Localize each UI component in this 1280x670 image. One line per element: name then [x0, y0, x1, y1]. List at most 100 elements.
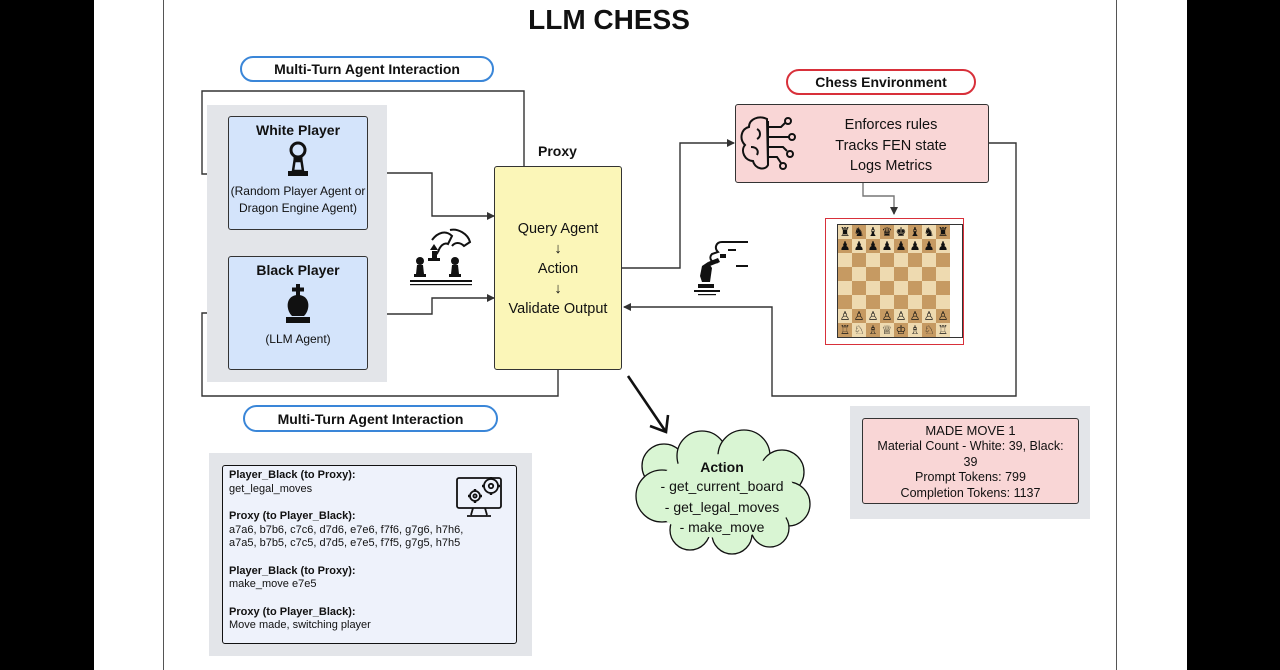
board-square: ♕ — [880, 323, 894, 337]
board-square: ♜ — [838, 225, 852, 239]
board-square — [880, 295, 894, 309]
proxy-step-validate: Validate Output — [508, 301, 608, 317]
board-square — [852, 253, 866, 267]
action-item-current-board: - get_current_board — [660, 478, 784, 494]
brain-circuit-icon — [740, 116, 796, 170]
board-square: ♟ — [894, 239, 908, 253]
proxy-arrow-1: ↓ — [554, 241, 562, 257]
hand-capturing-piece-icon — [694, 241, 748, 296]
board-square: ♖ — [936, 323, 950, 337]
board-square — [894, 253, 908, 267]
log-message-4-text: Move made, switching player — [229, 619, 371, 631]
board-square: ♞ — [922, 225, 936, 239]
board-square — [866, 281, 880, 295]
board-square: ♙ — [922, 309, 936, 323]
stats-prompt-tokens: Prompt Tokens: 799 — [915, 470, 1026, 484]
board-square: ♙ — [894, 309, 908, 323]
proxy-label: Proxy — [538, 143, 577, 159]
board-square — [936, 267, 950, 281]
board-square: ♔ — [894, 323, 908, 337]
board-square: ♟ — [866, 239, 880, 253]
black-player-title: Black Player — [256, 262, 340, 278]
board-square: ♙ — [852, 309, 866, 323]
board-square — [922, 295, 936, 309]
board-square: ♘ — [852, 323, 866, 337]
board-square: ♟ — [838, 239, 852, 253]
board-square — [908, 281, 922, 295]
board-square — [838, 267, 852, 281]
board-square — [880, 267, 894, 281]
environment-line-fen: Tracks FEN state — [835, 137, 947, 154]
board-square — [866, 267, 880, 281]
board-square — [866, 295, 880, 309]
board-square — [894, 281, 908, 295]
action-cloud-shape — [635, 429, 811, 555]
board-square: ♟ — [880, 239, 894, 253]
proxy-arrow-2: ↓ — [554, 281, 562, 297]
log-message-1-text: get_legal_moves — [229, 482, 313, 495]
log-message-3-speaker: Player_Black (to Proxy): — [229, 564, 356, 577]
hand-moving-piece-icon — [410, 228, 472, 286]
proxy-step-action: Action — [537, 261, 579, 277]
board-square — [880, 281, 894, 295]
board-square: ♚ — [894, 225, 908, 239]
board-square — [894, 295, 908, 309]
board-square — [936, 281, 950, 295]
environment-to-board-connector — [862, 183, 898, 215]
environment-line-rules: Enforces rules — [844, 117, 938, 133]
board-square — [880, 253, 894, 267]
chess-pawn-icon — [288, 141, 308, 176]
board-square: ♘ — [922, 323, 936, 337]
board-square — [838, 253, 852, 267]
board-square — [936, 295, 950, 309]
board-square: ♟ — [852, 239, 866, 253]
black-player-box: Black Player (LLM Agent) — [228, 256, 368, 370]
action-cloud-text: Action - get_current_board - get_legal_m… — [642, 458, 802, 538]
board-square — [852, 267, 866, 281]
log-message-3-text: make_move e7e5 — [229, 578, 317, 590]
board-square — [908, 267, 922, 281]
chess-king-icon — [286, 284, 310, 323]
board-square — [838, 281, 852, 295]
log-message-2-line-2: a7a5, b7b5, c7c5, d7d5, e7e5, f7f5, g7g5… — [229, 537, 461, 549]
black-to-proxy-connector — [368, 294, 495, 315]
log-message-4-speaker: Proxy (to Player_Black): — [229, 605, 356, 618]
board-square — [908, 253, 922, 267]
white-player-desc-1: (Random Player Agent or — [230, 184, 366, 198]
stats-material-line: Material Count - White: 39, Black: — [877, 439, 1064, 453]
proxy-step-query: Query Agent — [517, 221, 599, 237]
log-message-2-speaker: Proxy (to Player_Black): — [229, 510, 356, 522]
stats-title: MADE MOVE 1 — [925, 423, 1016, 438]
action-cloud-title: Action — [700, 459, 744, 475]
board-square: ♙ — [838, 309, 852, 323]
board-square — [922, 253, 936, 267]
top-interaction-label: Multi-Turn Agent Interaction — [240, 56, 494, 82]
board-square — [838, 295, 852, 309]
chess-board: ♜♞♝♛♚♝♞♜♟♟♟♟♟♟♟♟♙♙♙♙♙♙♙♙♖♘♗♕♔♗♘♖ — [837, 224, 963, 338]
white-player-box: White Player (Random Player Agent or Dra… — [228, 116, 368, 230]
board-square — [908, 295, 922, 309]
proxy-to-action-arrow — [626, 375, 668, 433]
stats-box: MADE MOVE 1 Material Count - White: 39, … — [862, 418, 1079, 504]
board-square: ♟ — [908, 239, 922, 253]
bottom-interaction-label: Multi-Turn Agent Interaction — [243, 405, 498, 432]
board-square — [922, 281, 936, 295]
white-player-title: White Player — [255, 122, 341, 138]
chess-board-frame: ♜♞♝♛♚♝♞♜♟♟♟♟♟♟♟♟♙♙♙♙♙♙♙♙♖♘♗♕♔♗♘♖ — [825, 218, 964, 345]
conversation-log: Player_Black (to Proxy): get_legal_moves… — [222, 465, 517, 644]
proxy-box: Query Agent ↓ Action ↓ Validate Output — [494, 166, 622, 370]
board-square: ♗ — [866, 323, 880, 337]
stats-material-value: 39 — [963, 454, 978, 469]
environment-text: Enforces rules Tracks FEN state Logs Met… — [796, 115, 986, 177]
board-square: ♝ — [908, 225, 922, 239]
board-square: ♞ — [852, 225, 866, 239]
stats-completion-tokens: Completion Tokens: 1137 — [900, 485, 1041, 500]
white-player-desc-2: Dragon Engine Agent) — [238, 201, 358, 215]
black-player-desc: (LLM Agent) — [265, 332, 331, 346]
board-square: ♙ — [880, 309, 894, 323]
board-square: ♛ — [880, 225, 894, 239]
environment-label: Chess Environment — [786, 69, 976, 95]
board-square: ♙ — [908, 309, 922, 323]
action-item-make-move: - make_move — [679, 519, 765, 535]
environment-line-metrics: Logs Metrics — [849, 158, 933, 174]
